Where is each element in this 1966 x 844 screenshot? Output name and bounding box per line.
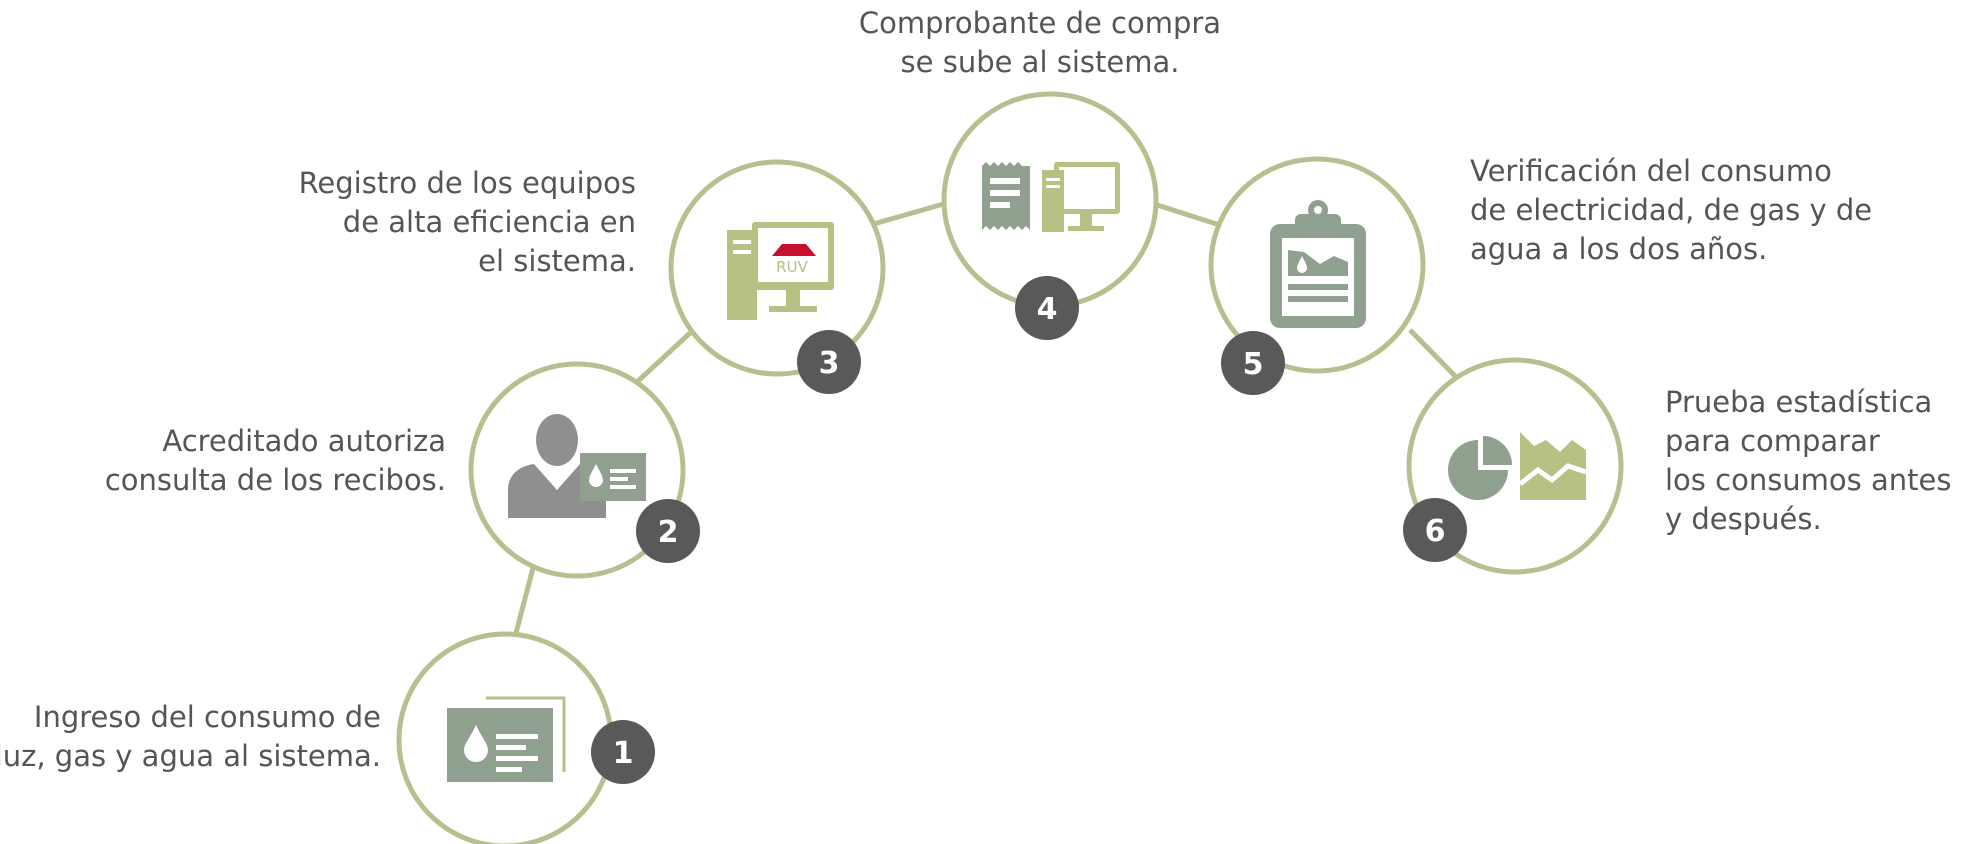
ruv-logo-roof (772, 244, 816, 256)
step-6-label: Prueba estadística para comparar los con… (1665, 383, 1951, 539)
step-5-label: Verificación del consumo de electricidad… (1470, 152, 1872, 269)
step-5-line-2: de electricidad, de gas y de (1470, 193, 1873, 227)
connectors (513, 200, 1462, 634)
step-3-label: Registro de los equipos de alta eficienc… (299, 164, 636, 281)
computer-ruv-icon: RUV (727, 222, 834, 320)
step-6-number: 6 (1425, 514, 1446, 549)
step-1: 1 (396, 631, 655, 844)
clipboard-chart-icon (1270, 200, 1366, 328)
step-5-line-3: agua a los dos años. (1470, 232, 1768, 266)
step-2-number: 2 (658, 515, 679, 550)
step-1-line-2: luz, gas y agua al sistema. (0, 739, 381, 773)
step-3-line-1: Registro de los equipos (298, 166, 636, 200)
receipt-computer-icon (982, 162, 1120, 232)
step-4-line-1: Comprobante de compra (858, 6, 1222, 40)
step-3-line-3: el sistema. (478, 244, 636, 278)
step-5-number: 5 (1243, 347, 1264, 382)
step-2: 2 (468, 361, 700, 579)
step-2-label: Acreditado autoriza consulta de los reci… (105, 422, 446, 500)
step-6-badge (1403, 498, 1467, 562)
step-4: 4 (941, 91, 1159, 340)
step-6: 6 (1403, 357, 1624, 575)
connector-4-5 (1153, 201, 1230, 231)
step-1-label: Ingreso del consumo de luz, gas y agua a… (0, 698, 381, 776)
water-bill-icon (447, 696, 566, 782)
step-5-line-1: Verificación del consumo (1470, 154, 1832, 188)
connector-5-6 (1408, 328, 1462, 383)
step-2-line-1: Acreditado autoriza (162, 424, 446, 458)
step-2-badge (636, 499, 700, 563)
step-4-label: Comprobante de compra se sube al sistema… (830, 4, 1250, 82)
step-3-badge (797, 330, 861, 394)
step-5-badge (1221, 331, 1285, 395)
step-1-line-1: Ingreso del consumo de (33, 700, 381, 734)
connector-1-2 (513, 567, 536, 634)
step-3: RUV 3 (668, 159, 886, 394)
connector-2-3 (635, 331, 692, 384)
step-4-number: 4 (1037, 292, 1058, 327)
step-3-number: 3 (819, 346, 840, 381)
step-6-line-4: y después. (1665, 502, 1822, 536)
step-1-badge (591, 720, 655, 784)
ruv-logo-text: RUV (776, 258, 808, 276)
step-3-line-2: de alta eficiencia en (342, 205, 636, 239)
person-with-bill-icon (508, 414, 646, 518)
connector-3-4 (869, 200, 948, 228)
step-5: 5 (1208, 156, 1426, 395)
step-4-line-2: se sube al sistema. (900, 45, 1180, 79)
step-4-badge (1015, 276, 1079, 340)
step-1-number: 1 (613, 736, 634, 771)
step-6-line-2: para comparar (1665, 424, 1880, 458)
step-2-line-2: consulta de los recibos. (104, 463, 446, 497)
step-6-line-1: Prueba estadística (1665, 385, 1933, 419)
step-6-line-3: los consumos antes (1665, 463, 1952, 497)
pie-area-chart-icon (1448, 432, 1587, 500)
